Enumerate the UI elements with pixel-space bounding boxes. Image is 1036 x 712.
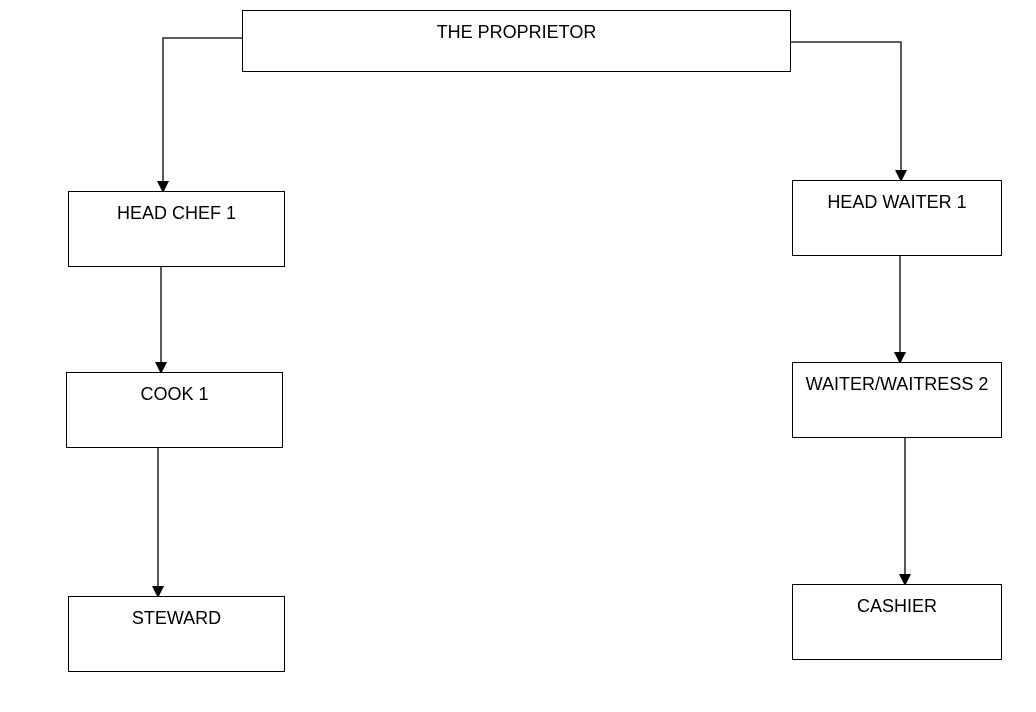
node-cashier-label: CASHIER (856, 596, 937, 616)
node-cook: COOK 1 (66, 372, 283, 448)
node-proprietor-label: THE PROPRIETOR (436, 22, 597, 42)
node-waiter-waitress-label: WAITER/WAITRESS 2 (805, 374, 989, 394)
node-cashier: CASHIER (792, 584, 1002, 660)
node-head-waiter: HEAD WAITER 1 (792, 180, 1002, 256)
connector-proprietor-head-chef (157, 37, 242, 193)
node-steward-label: STEWARD (131, 608, 222, 628)
node-proprietor: THE PROPRIETOR (242, 10, 791, 72)
node-cook-label: COOK 1 (140, 384, 209, 404)
node-waiter-waitress: WAITER/WAITRESS 2 (792, 362, 1002, 438)
connector-proprietor-head-waiter (791, 41, 907, 182)
node-head-waiter-label: HEAD WAITER 1 (827, 192, 967, 212)
node-head-chef: HEAD CHEF 1 (68, 191, 285, 267)
node-steward: STEWARD (68, 596, 285, 672)
node-head-chef-label: HEAD CHEF 1 (116, 203, 237, 223)
